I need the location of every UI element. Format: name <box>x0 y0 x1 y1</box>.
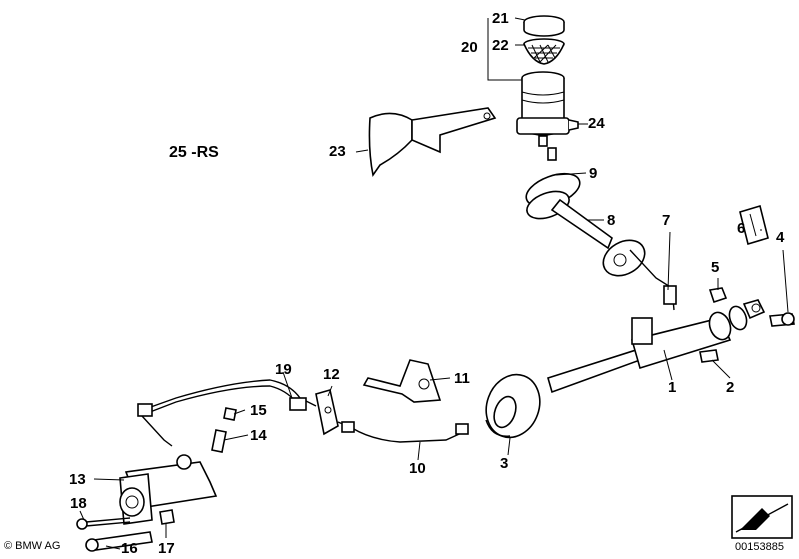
reservoir-bracket <box>368 107 497 177</box>
reservoir-strainer <box>523 38 565 65</box>
feed-hose <box>525 172 646 277</box>
callout-24: 24 <box>588 115 605 132</box>
connector-pipe <box>629 249 677 311</box>
master-cylinder <box>547 299 766 394</box>
callout-19: 19 <box>275 361 292 378</box>
hose-bracket <box>315 388 339 436</box>
spring-clip <box>739 204 769 246</box>
callout-17: 17 <box>158 540 175 557</box>
callout-13: 13 <box>69 471 86 488</box>
reservoir-cap <box>523 15 565 37</box>
flexible-hose <box>137 379 317 447</box>
callout-7: 7 <box>662 212 671 229</box>
callout-9: 9 <box>589 165 598 182</box>
callout-4: 4 <box>776 229 785 246</box>
callout-6: 6 <box>737 220 746 237</box>
leader-lines <box>79 17 789 550</box>
pressure-line <box>337 421 469 443</box>
callout-14: 14 <box>250 427 267 444</box>
mounting-nut <box>699 349 719 363</box>
bolt-and-nut <box>708 287 795 327</box>
diagram-variant-label: 25 -RS <box>169 144 219 161</box>
callout-2: 2 <box>726 379 735 396</box>
slave-cylinder <box>119 454 218 525</box>
callout-21: 21 <box>492 10 509 27</box>
callout-3: 3 <box>500 455 509 472</box>
callout-11: 11 <box>454 370 470 387</box>
callout-1: 1 <box>668 379 677 396</box>
document-number: 00153885 <box>735 541 784 553</box>
corner-symbol <box>731 495 793 539</box>
callout-8: 8 <box>607 212 616 229</box>
dust-boot <box>485 373 541 439</box>
pushrod <box>76 517 131 530</box>
callout-18: 18 <box>70 495 87 512</box>
callout-20: 20 <box>461 39 478 56</box>
line-bracket <box>362 359 442 403</box>
callout-23: 23 <box>329 143 346 160</box>
callout-15: 15 <box>250 402 267 419</box>
bleed-valve <box>211 407 237 453</box>
cylinder-bolt <box>85 509 175 552</box>
callout-16: 16 <box>121 540 138 557</box>
callout-12: 12 <box>323 366 340 383</box>
callout-22: 22 <box>492 37 509 54</box>
copyright-label: © BMW AG <box>4 540 61 552</box>
callout-5: 5 <box>711 259 720 276</box>
fluid-reservoir <box>516 71 579 161</box>
callout-10: 10 <box>409 460 426 477</box>
